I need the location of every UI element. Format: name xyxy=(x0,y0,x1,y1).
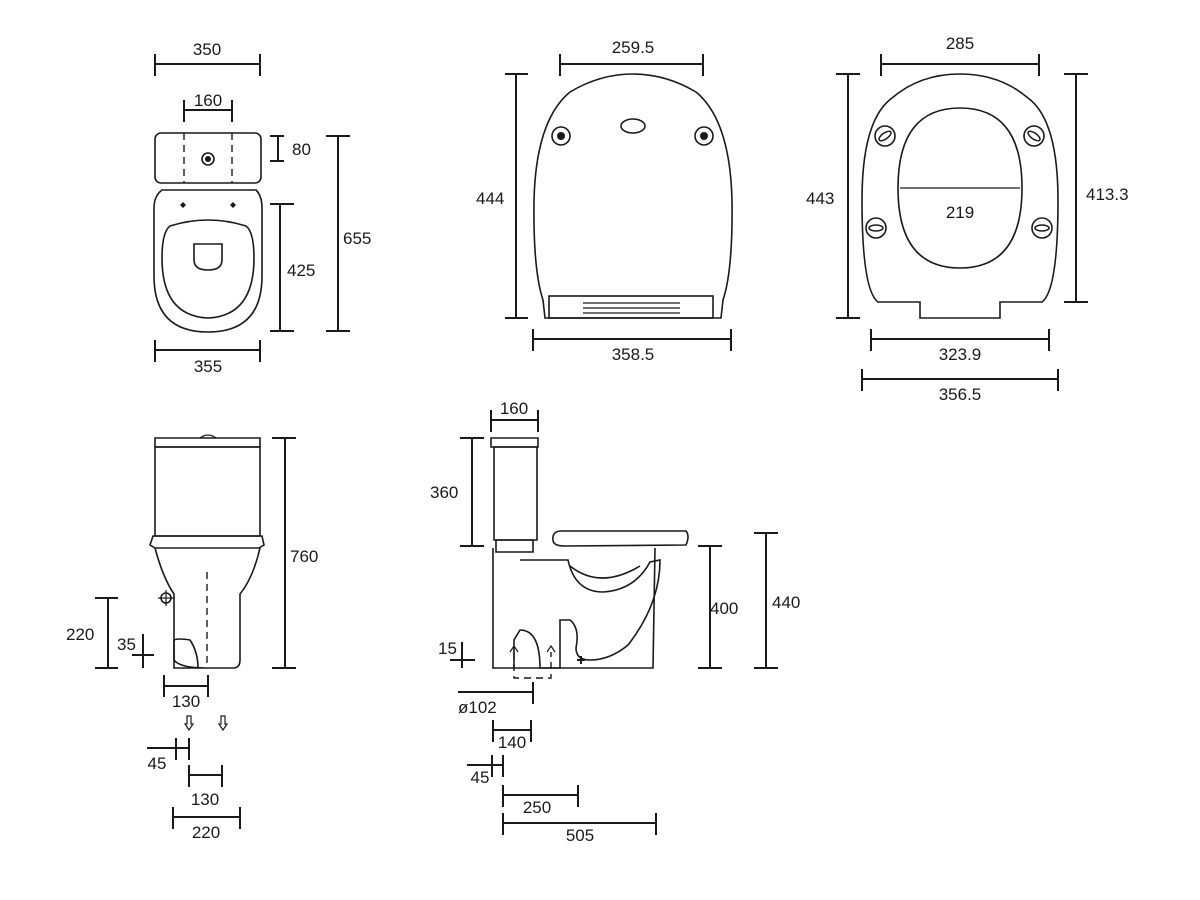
dim-219: 219 xyxy=(946,203,974,222)
pan-outline xyxy=(153,189,263,333)
cistern-side xyxy=(493,446,538,541)
dim-80: 80 xyxy=(292,140,311,159)
dim-323-9: 323.9 xyxy=(939,345,982,364)
ring-opening xyxy=(897,107,1023,269)
dim-355: 355 xyxy=(194,357,222,376)
dim-358-5: 358.5 xyxy=(612,345,655,364)
seat-side xyxy=(552,530,689,547)
dim-250: 250 xyxy=(523,798,551,817)
dim-45-front: 45 xyxy=(148,754,167,773)
dim-102: ø102 xyxy=(458,698,497,717)
trapway xyxy=(513,559,661,669)
lid-outline xyxy=(533,73,733,319)
dim-655: 655 xyxy=(343,229,371,248)
dim-220-fix: 220 xyxy=(192,823,220,842)
front-view: 760 220 35 130 45 130 220 xyxy=(66,434,318,842)
dim-130-base: 130 xyxy=(172,692,200,711)
cistern-lid-side xyxy=(490,437,539,448)
dim-259-5: 259.5 xyxy=(612,38,655,57)
pan-side xyxy=(492,547,656,669)
dim-45-side: 45 xyxy=(471,768,490,787)
cistern-lid xyxy=(154,437,261,448)
seat-lid-view: 259.5 444 358.5 xyxy=(476,38,733,364)
dim-425: 425 xyxy=(287,261,315,280)
seat-ring-view: 285 219 443 413.3 323.9 356.5 xyxy=(806,34,1129,404)
dim-760: 760 xyxy=(290,547,318,566)
fixing-bolts-icon xyxy=(183,715,229,732)
ring-outline xyxy=(861,73,1059,319)
dim-360: 360 xyxy=(430,483,458,502)
pedestal-front xyxy=(154,547,261,669)
cistern-body xyxy=(154,446,261,537)
dim-160: 160 xyxy=(194,91,222,110)
dim-413-3: 413.3 xyxy=(1086,185,1129,204)
inlet-valve-icon xyxy=(158,590,174,606)
cistern-outline xyxy=(154,132,262,184)
buffer-icon xyxy=(865,125,1053,239)
flush-button-icon xyxy=(201,152,215,166)
bumper-left-icon xyxy=(551,126,571,146)
dim-160-side: 160 xyxy=(500,399,528,418)
dim-35: 35 xyxy=(117,635,136,654)
brand-logo xyxy=(620,118,646,134)
top-view-wc: 350 160 80 425 655 355 xyxy=(153,40,371,376)
bumper-right-icon xyxy=(694,126,714,146)
dim-440: 440 xyxy=(772,593,800,612)
hinge-bar xyxy=(548,295,714,319)
dim-130-fix: 130 xyxy=(191,790,219,809)
dim-140: 140 xyxy=(498,733,526,752)
dim-444: 444 xyxy=(476,189,504,208)
dim-220-height: 220 xyxy=(66,625,94,644)
dim-350: 350 xyxy=(193,40,221,59)
dim-356-5: 356.5 xyxy=(939,385,982,404)
dim-443: 443 xyxy=(806,189,834,208)
side-view: 160 360 400 440 15 ø102 140 xyxy=(430,399,800,845)
dim-15: 15 xyxy=(438,639,457,658)
seat-front xyxy=(149,535,265,549)
dim-505: 505 xyxy=(566,826,594,845)
dim-285: 285 xyxy=(946,34,974,53)
dim-400: 400 xyxy=(710,599,738,618)
